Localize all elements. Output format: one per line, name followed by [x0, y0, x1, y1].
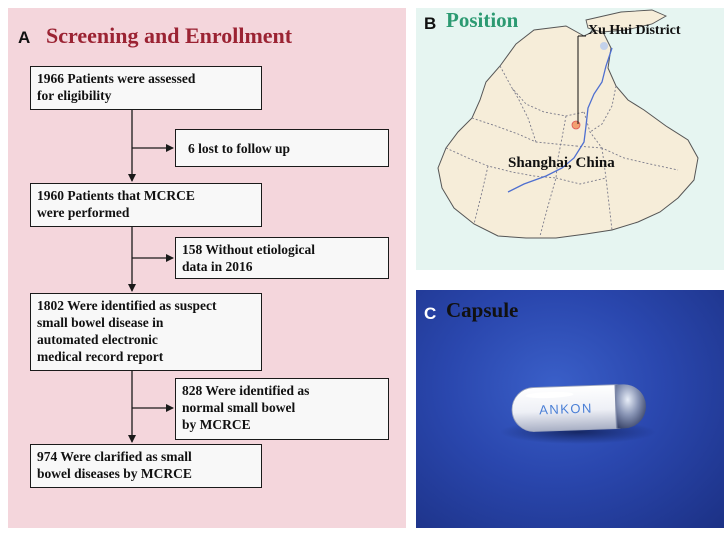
panel-c-capsule: ANKON C Capsule [416, 290, 724, 528]
flow-box-mcrce-performed: 1960 Patients that MCRCE were performed [30, 183, 262, 227]
capsule-image: ANKON [500, 384, 656, 444]
shanghai-map [437, 9, 699, 239]
flow-box-normal-small-bowel: 828 Were identified as normal small bowe… [175, 378, 389, 440]
flow-box-clarified-diseases: 974 Were clarified as small bowel diseas… [30, 444, 262, 488]
shanghai-city-label: Shanghai, China [508, 155, 615, 171]
capsule-dome [615, 384, 646, 429]
panel-c-letter: C [424, 304, 437, 323]
xuhui-highlight [571, 120, 581, 130]
huangpu-river [507, 47, 613, 193]
panel-b-position: B Position Xu Hui District Shanghai, Chi… [416, 8, 724, 270]
panel-c-title: Capsule [446, 298, 519, 322]
flow-box-without-etiological-data: 158 Without etiological data in 2016 [175, 237, 389, 279]
flow-box-assessed: 1966 Patients were assessed for eligibil… [30, 66, 262, 110]
shanghai-outline [437, 25, 699, 239]
panel-b-title: Position [446, 8, 519, 32]
panel-a-screening: A Screening and Enrollment 1966 Patients… [8, 8, 406, 528]
flow-connectors [128, 110, 174, 443]
capsule-logo: ANKON [539, 400, 593, 417]
flow-box-suspect-small-bowel: 1802 Were identified as suspect small bo… [30, 293, 262, 371]
chongming-island [585, 9, 668, 33]
panel-a-letter: A [18, 28, 31, 47]
xuhui-district-label: Xu Hui District [588, 23, 681, 38]
flow-box-lost-follow-up: 6 lost to follow up [175, 129, 389, 167]
panel-b-letter: B [424, 14, 437, 33]
panel-a-title: Screening and Enrollment [46, 23, 293, 48]
